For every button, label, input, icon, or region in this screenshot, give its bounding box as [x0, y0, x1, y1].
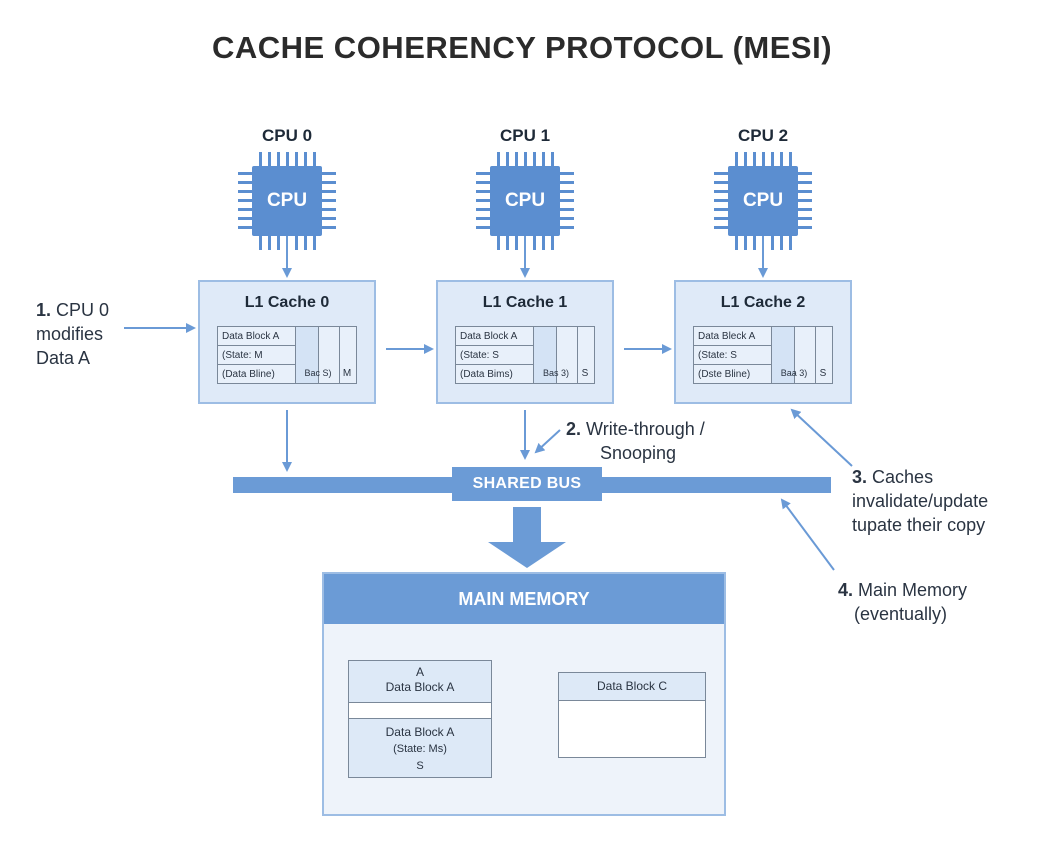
cache-row-block: Data Bleck A — [694, 327, 772, 346]
step-1-number: 1. — [36, 300, 52, 320]
cpu-0-chip-icon: CPU — [252, 166, 322, 236]
cache-col-b — [534, 327, 557, 383]
cache-col-b-value: Bas 3) — [542, 368, 569, 378]
cache-row-block: Data Block A — [218, 327, 296, 346]
memory-block-c: Data Block C — [558, 672, 706, 758]
memory-block-a-bottom-state: (State: Ms) — [393, 743, 447, 755]
memory-block-a-bottom: Data Block A (State: Ms) S — [349, 719, 491, 777]
cpu-2-label: CPU 2 — [737, 126, 789, 145]
diagram-title: CACHE COHERENCY PROTOCOL (MESI) — [211, 30, 833, 65]
cache-state-value: S — [581, 368, 589, 379]
step-1-line-2: modifies — [36, 324, 104, 344]
cache-col-c — [795, 327, 816, 383]
cache-row-line: (Data Bline) — [222, 369, 275, 380]
cache-col-b — [296, 327, 319, 383]
cpu-1-label: CPU 1 — [499, 126, 551, 145]
step-1-note: 1. CPU 0 modifies Data A — [36, 298, 109, 370]
step-4-number: 4. — [838, 580, 854, 600]
cache-col-c — [557, 327, 578, 383]
l1-cache-1-table: Data Block A (State: S (Data Bims) Bas 3… — [455, 326, 595, 384]
step-3-line-2: invalidate/update — [852, 491, 989, 511]
main-memory: MAIN MEMORY A Data Block A Data Block A … — [322, 572, 726, 816]
cache-col-c — [319, 327, 340, 383]
main-memory-title: MAIN MEMORY — [324, 574, 724, 624]
l1-cache-0: L1 Cache 0 Data Block A (State: M (Data … — [198, 280, 376, 404]
cache-col-data — [456, 327, 534, 383]
step-1-line-1: CPU 0 — [56, 300, 110, 320]
memory-block-a-top: A Data Block A — [349, 661, 491, 703]
cpu-1-chip-body: CPU — [490, 166, 560, 236]
cache-col-b-value: Baa 3) — [780, 368, 808, 378]
l1-cache-2: L1 Cache 2 Data Bleck A (State: S (Dste … — [674, 280, 852, 404]
cache-row-line: (Dste Bline) — [698, 369, 751, 380]
cpu-2-chip-icon: CPU — [728, 166, 798, 236]
step-4-note: 4. Main Memory (eventually) — [838, 578, 967, 626]
l1-cache-2-title: L1 Cache 2 — [720, 294, 806, 311]
step-2-number: 2. — [566, 419, 582, 439]
cpu-2-chip-body: CPU — [728, 166, 798, 236]
cpu-2-chip-text: CPU — [742, 190, 784, 211]
cpu-1-chip-text: CPU — [504, 190, 546, 211]
cache-row-state: (State: S — [694, 346, 772, 365]
step-4-line-2: (eventually) — [854, 604, 948, 624]
cache-col-b-value: Bac S) — [304, 368, 332, 378]
cpu-0-chip-body: CPU — [252, 166, 322, 236]
cache-state-value: M — [342, 368, 352, 379]
l1-cache-0-title: L1 Cache 0 — [244, 294, 330, 311]
cache-row-state: (State: M — [218, 346, 296, 365]
memory-block-a-bottom-label: Data Block A — [385, 725, 455, 739]
arrow-step3-cache2 — [790, 408, 853, 467]
cpu-0-chip-text: CPU — [266, 190, 308, 211]
memory-block-a-letter: A — [415, 665, 424, 679]
step-3-line-1: Caches — [872, 467, 934, 487]
step-4-line-1: Main Memory — [858, 580, 968, 600]
memory-block-a-label: Data Block A — [385, 680, 455, 694]
l1-cache-1: L1 Cache 1 Data Block A (State: S (Data … — [436, 280, 614, 404]
cache-col-data — [218, 327, 296, 383]
memory-block-a-bottom-s: S — [416, 760, 424, 772]
step-2-line-1: Write-through / — [586, 419, 705, 439]
cpu-1-chip-icon: CPU — [490, 166, 560, 236]
l1-cache-2-table: Data Bleck A (State: S (Dste Bline) Baa … — [693, 326, 833, 384]
cpu-0-label: CPU 0 — [261, 126, 313, 145]
cache-row-line: (Data Bims) — [460, 369, 513, 380]
arrow-step4-bus — [780, 498, 835, 571]
memory-block-a-gap — [349, 703, 491, 719]
step-3-line-3: tupate their copy — [852, 515, 986, 535]
cache-row-state: (State: S — [456, 346, 534, 365]
arrow-step2-pointer — [534, 429, 561, 454]
bus-to-memory-arrow — [488, 507, 566, 568]
cache-state-value: S — [819, 368, 827, 379]
l1-cache-0-table: Data Block A (State: M (Data Bline) Bac … — [217, 326, 357, 384]
cache-col-b — [772, 327, 795, 383]
cache-col-data — [694, 327, 772, 383]
step-3-number: 3. — [852, 467, 868, 487]
step-3-note: 3. Caches invalidate/update tupate their… — [852, 465, 988, 537]
l1-cache-1-title: L1 Cache 1 — [482, 294, 568, 311]
shared-bus-label: SHARED BUS — [452, 467, 602, 501]
step-2-line-2: Snooping — [600, 443, 677, 463]
memory-block-a: A Data Block A Data Block A (State: Ms) … — [348, 660, 492, 778]
cache-row-block: Data Block A — [456, 327, 534, 346]
step-1-line-3: Data A — [36, 348, 91, 368]
memory-block-c-label: Data Block C — [596, 679, 668, 693]
cpu-pins — [238, 152, 812, 250]
memory-block-c-header: Data Block C — [559, 673, 705, 701]
step-2-note: 2. Write-through / Snooping — [566, 417, 705, 465]
